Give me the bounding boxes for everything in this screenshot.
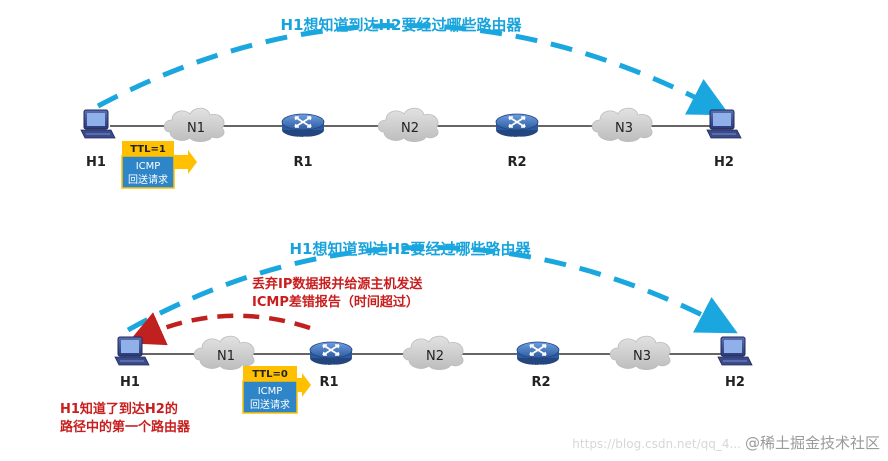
router-icon: [281, 113, 325, 138]
router-icon: [309, 341, 353, 366]
computer-icon: [717, 336, 753, 366]
bottom-router-badge: ROUTER: [323, 364, 340, 369]
bottom-packet-icmp: [242, 380, 298, 414]
bottom-panel: H1想知道到达H2要经过哪些路由器 丢弃IP数据报并给源主机发送 ICMP差错报…: [60, 240, 753, 435]
arrow-icon: [172, 150, 197, 174]
top-packet-ttl: [122, 141, 174, 156]
top-network-n2: N2: [401, 121, 419, 136]
bottom-packet-ttl-text: TTL=0: [252, 369, 288, 380]
watermark: https://blog.csdn.net/qq_4...@稀土掘金技术社区: [572, 432, 880, 453]
top-packet-desc: 回送请求: [128, 173, 168, 186]
bottom-router-badge: ROUTER: [530, 364, 547, 369]
discard-note-line1: 丢弃IP数据报并给源主机发送: [252, 276, 423, 292]
top-panel: H1想知道到达H2要经过哪些路由器 N1 N2 N3 ROUTER ROUTER…: [80, 16, 742, 189]
bottom-host-h2: H2: [725, 375, 745, 390]
discard-note-line2: ICMP差错报告（时间超过）: [252, 294, 419, 310]
computer-icon: [80, 109, 116, 139]
top-router-r2: R2: [507, 155, 526, 170]
top-packet-type: ICMP: [136, 161, 161, 172]
top-blue-arc: [96, 23, 730, 116]
arrow-icon: [295, 373, 311, 397]
router-icon: [495, 113, 539, 138]
bottom-packet-ttl: [243, 366, 297, 381]
result-note-line1: H1知道了到达H2的: [60, 401, 178, 417]
bottom-packet-desc: 回送请求: [250, 398, 290, 411]
top-host-h2: H2: [714, 155, 734, 170]
bottom-packet-type: ICMP: [258, 386, 283, 397]
top-packet-icmp: [121, 155, 175, 189]
top-router-r1: R1: [293, 155, 312, 170]
top-router-badge: ROUTER: [295, 136, 312, 141]
bottom-router-r2: R2: [531, 375, 550, 390]
bottom-blue-arc: [126, 245, 738, 334]
watermark-url: https://blog.csdn.net/qq_4...: [572, 437, 741, 451]
watermark-text: @稀土掘金技术社区: [744, 434, 880, 452]
top-router-badge: ROUTER: [509, 136, 526, 141]
bottom-network-n2: N2: [426, 349, 444, 364]
top-packet: TTL=1 ICMP 回送请求: [121, 141, 197, 189]
bottom-red-arc: [127, 312, 311, 346]
top-host-h1: H1: [86, 155, 106, 170]
top-packet-ttl-text: TTL=1: [130, 144, 166, 155]
result-note-line2: 路径中的第一个路由器: [60, 419, 191, 435]
bottom-host-h1: H1: [120, 375, 140, 390]
bottom-packet: TTL=0 ICMP 回送请求: [242, 366, 311, 414]
top-network-n1: N1: [187, 121, 205, 136]
bottom-router-r1: R1: [319, 375, 338, 390]
bottom-network-n1: N1: [217, 349, 235, 364]
top-network-n3: N3: [615, 121, 633, 136]
bottom-network-n3: N3: [633, 349, 651, 364]
computer-icon: [114, 336, 150, 366]
computer-icon: [706, 109, 742, 139]
router-icon: [516, 341, 560, 366]
